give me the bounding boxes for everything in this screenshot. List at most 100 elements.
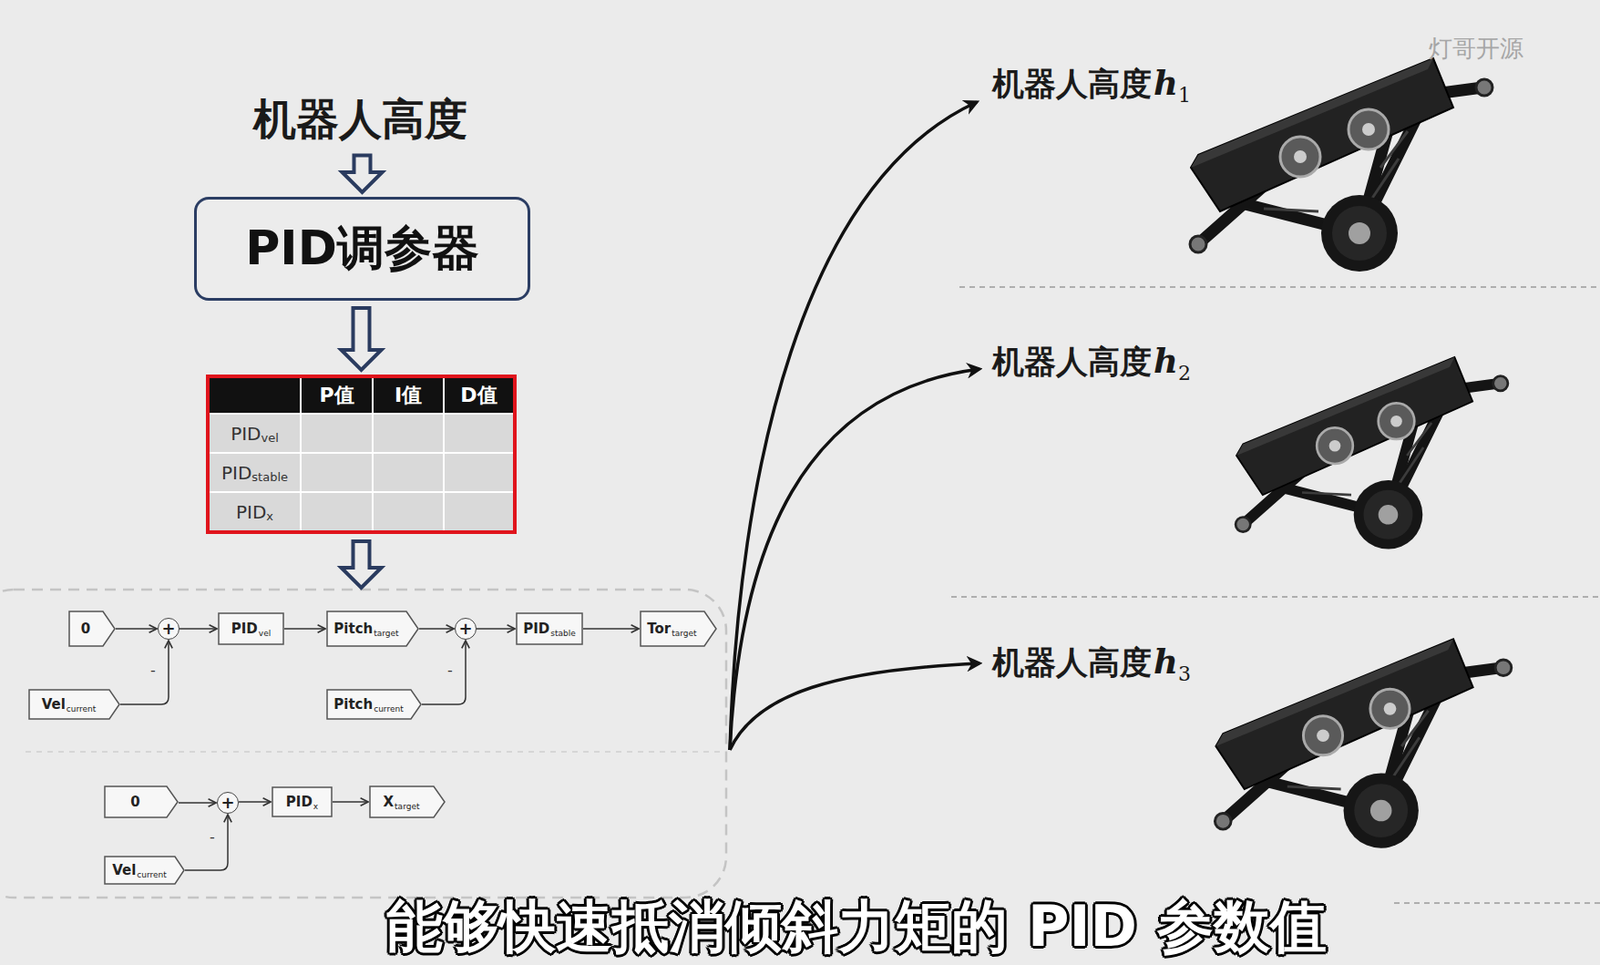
subtitle-text: 能够快速抵消倾斜力矩的 PID 参数值 [386,892,1326,960]
flow-arrow [341,541,382,588]
signal-tag: Pitchcurrent [326,688,422,720]
table-cell [373,491,445,531]
height-index: 1 [1178,83,1191,107]
row-header: PID [230,422,261,445]
signal-tag: 0 [103,785,179,819]
signal-name: 0 [81,620,91,637]
shape-outline [68,610,116,647]
text-group: PIDstable [523,620,576,637]
sum-sign: + [458,620,472,637]
column-header: D值 [460,381,497,410]
shape-fill [69,611,115,647]
separator-line [1394,902,1600,904]
signal-subscript: x [313,801,318,811]
signal-connector [238,800,271,803]
row-subscript: vel [261,430,279,445]
separator-line [951,595,1600,598]
signal-connector [583,627,639,630]
height-label-text: 机器人高度 [992,343,1152,380]
signal-subscript: target [394,801,420,811]
shape-fill [104,786,178,818]
signal-connector [184,814,228,871]
signal-subscript: current [66,704,96,714]
height-symbol: h [1153,641,1179,682]
text-group: PIDx [286,793,318,811]
shape-fill [640,611,717,647]
shape-fill [327,689,421,719]
signal-subscript: stable [550,628,575,638]
signal-name: PID [523,620,550,637]
signal-tag: Xtarget [369,785,446,819]
heading-text: 机器人高度 [253,93,468,144]
signal-name: 0 [130,793,140,811]
table-cell: PIDvel [209,412,302,452]
table-cell [373,412,445,452]
curved-arrow [729,663,980,750]
height-label-text: 机器人高度 [992,65,1152,103]
curved-arrow [729,369,980,750]
curved-arrow [729,102,977,750]
signal-tag: Pitchtarget [326,610,420,647]
signal-name: PID [231,620,258,637]
subtitle: 能够快速抵消倾斜力矩的 PID 参数值 [386,895,1326,958]
signal-connector [419,627,454,630]
text-group: Velcurrent [41,696,97,713]
signal-subscript: vel [258,628,271,638]
row-header: PID [221,461,252,484]
text-group: Pitchtarget [333,620,399,637]
signal-connector [120,640,169,705]
height-symbol: h [1153,340,1179,381]
table-cell [444,451,513,492]
sum-sign: + [161,620,175,637]
flow-arrow [341,307,382,370]
sum-sign: + [220,794,235,811]
header-cell: I值 [373,378,445,413]
row-header: PID [235,501,267,524]
minus-text: - [209,828,216,846]
pid-block: PIDvel [217,612,285,646]
height-index: 3 [1178,662,1191,686]
shape-outline [103,785,179,819]
minus-text: - [447,661,453,679]
signal-subscript: target [373,628,399,638]
shape-fill [272,787,332,817]
flow-arrow [342,155,383,194]
robot-image [1189,58,1493,272]
dashed-divider [25,750,720,753]
signal-connector [421,640,466,705]
signal-tag: 0 [68,610,116,647]
text-group: Xtarget [383,793,421,811]
robot-image [1214,638,1511,848]
shape-fill [104,856,185,884]
minus-sign: - [447,661,453,679]
signal-name: Pitch [333,620,373,637]
height-symbol: h [1153,62,1179,103]
signal-connector [115,627,157,630]
heading: 机器人高度 [253,91,468,149]
shape-fill [29,689,120,719]
signal-connector [332,800,369,803]
height-label: 机器人高度h3 [992,641,1191,685]
text-group: Velcurrent [112,861,167,879]
separator-line [959,286,1600,288]
tuner-label: PID调参器 [245,216,480,281]
signal-tag: Tortarget [639,610,718,647]
text-group: 0 [81,620,91,637]
table-cell [373,451,445,492]
signal-name: Vel [112,861,136,879]
minus-sign: - [209,828,216,846]
column-header: I值 [394,381,422,410]
shape-fill [218,613,284,645]
row-subscript: x [266,509,274,524]
table-cell: PIDstable [209,451,302,492]
dashed-region [0,589,727,898]
signal-connector [284,627,326,630]
header-cell: P值 [301,378,374,413]
table-cell [301,491,374,531]
sum-junction: + [157,617,180,640]
robot-image [1235,357,1508,550]
watermark-text: 灯哥开源 [1428,34,1524,62]
row-subscript: stable [251,470,288,484]
text-group: Pitchcurrent [333,696,403,713]
header-cell: D值 [444,378,513,413]
